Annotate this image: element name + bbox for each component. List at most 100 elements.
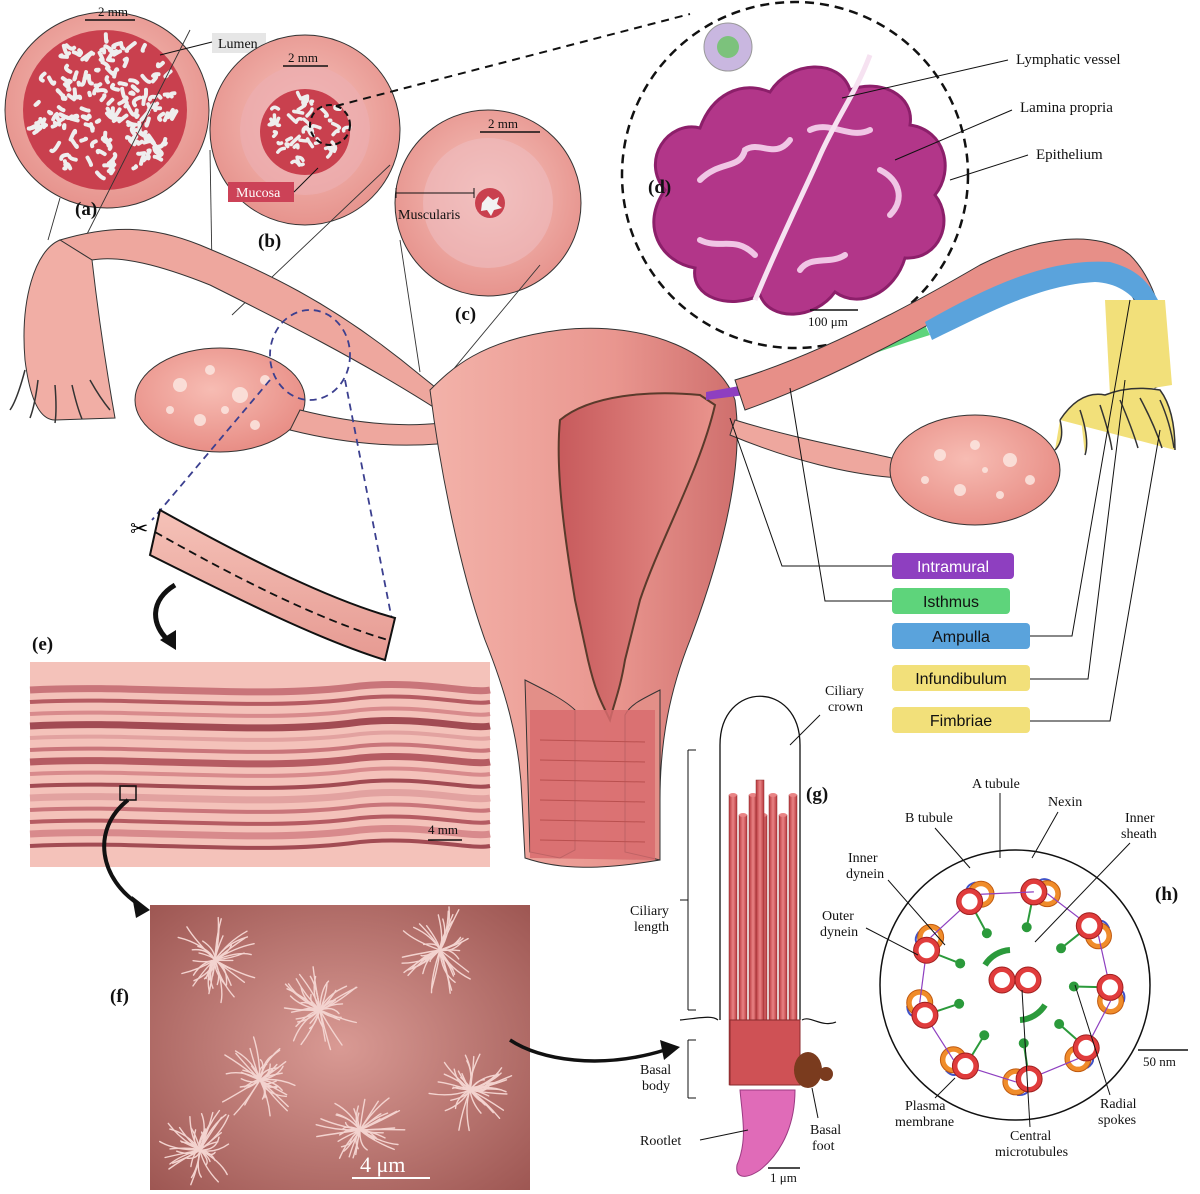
muscularis-label: Muscularis bbox=[398, 208, 460, 223]
a-tubule-lumen bbox=[962, 894, 978, 910]
panel-label-b: (b) bbox=[258, 231, 281, 252]
radial-spokes-label-2: spokes bbox=[1098, 1113, 1136, 1128]
spoke-head bbox=[1022, 922, 1032, 932]
right-ovary bbox=[890, 415, 1060, 525]
lumen-fold bbox=[75, 89, 76, 96]
opened-tube-panel-e: ✂ 4 mm (e) bbox=[30, 510, 490, 918]
lumen-fold bbox=[121, 43, 123, 48]
scale-label-c: 2 mm bbox=[488, 116, 518, 131]
lumen-fold bbox=[100, 53, 103, 61]
lumen-fold bbox=[60, 55, 67, 57]
a-tubule-label: A tubule bbox=[972, 777, 1020, 792]
a-tubule-lumen bbox=[917, 1007, 933, 1023]
lumen-fold bbox=[30, 126, 38, 129]
lumen-fold bbox=[109, 162, 113, 164]
lumen-fold bbox=[144, 141, 151, 143]
lumen-fold bbox=[274, 132, 277, 137]
lamina-propria-label: Lamina propria bbox=[1020, 100, 1113, 116]
spoke-head bbox=[1054, 1019, 1064, 1029]
lumen-fold bbox=[74, 72, 76, 79]
lumen-fold bbox=[96, 70, 99, 71]
panel-label-e: (e) bbox=[32, 634, 53, 655]
lumen-fold bbox=[158, 63, 163, 66]
inner-sheath-label-1: Inner bbox=[1125, 811, 1155, 826]
lumen-fold bbox=[36, 102, 39, 105]
b-tubule-label: B tubule bbox=[905, 811, 953, 826]
a-tubule-lumen bbox=[1021, 1071, 1037, 1087]
microtubule-tip bbox=[779, 813, 787, 817]
panel-label-c: (c) bbox=[455, 304, 476, 325]
right-tube-infundibulum-segment bbox=[1105, 300, 1172, 395]
a-tubule-lumen bbox=[957, 1058, 973, 1074]
spoke-head bbox=[1019, 1038, 1029, 1048]
panel-label-d: (d) bbox=[648, 177, 671, 198]
scale-label-b: 2 mm bbox=[288, 50, 318, 65]
mucosa-label: Mucosa bbox=[236, 186, 281, 201]
vaginal-canal bbox=[530, 710, 655, 860]
legend-label-fimbriae: Fimbriae bbox=[930, 713, 992, 730]
scale-label-d: 100 μm bbox=[808, 314, 848, 329]
lumen-fold bbox=[154, 147, 159, 150]
lumen-fold bbox=[330, 120, 331, 121]
lumen-fold bbox=[108, 140, 110, 146]
lumen-fold bbox=[137, 142, 139, 143]
lumen-fold bbox=[91, 124, 93, 131]
lumen-fold bbox=[49, 112, 51, 113]
lumen-fold bbox=[294, 111, 303, 113]
a-tubule-lumen bbox=[1102, 979, 1118, 995]
inner-sheath-label-2: sheath bbox=[1121, 827, 1157, 842]
curved-arrow-3 bbox=[510, 1040, 665, 1061]
lumen-fold bbox=[300, 139, 308, 141]
scale-label-e: 4 mm bbox=[428, 822, 458, 837]
left-ovary bbox=[135, 348, 305, 452]
basal-body-label-2: body bbox=[642, 1079, 670, 1094]
panel-label-f: (f) bbox=[110, 986, 129, 1007]
lymphatic-vessel-label: Lymphatic vessel bbox=[1016, 52, 1121, 68]
ciliary-crown-label-1: Ciliary bbox=[825, 684, 864, 699]
microtubule-tip bbox=[789, 793, 797, 797]
legend-label-intramural: Intramural bbox=[917, 559, 989, 576]
lumen-fold bbox=[71, 119, 78, 121]
left-infundibulum bbox=[24, 240, 115, 420]
spoke-head bbox=[982, 928, 992, 938]
lumen-fold bbox=[125, 59, 127, 66]
lumen-fold bbox=[97, 120, 99, 121]
lumen-fold bbox=[165, 94, 170, 96]
lumen-fold bbox=[98, 90, 106, 91]
spoke-head bbox=[954, 999, 964, 1009]
lumen-fold bbox=[77, 97, 80, 99]
ciliary-length-label-1: Ciliary bbox=[630, 904, 669, 919]
lumen-fold bbox=[148, 104, 149, 110]
sem-image bbox=[150, 905, 530, 1190]
scissors-icon: ✂ bbox=[130, 517, 148, 542]
curved-arrow-2-head bbox=[132, 896, 150, 918]
epithelium-label: Epithelium bbox=[1036, 147, 1103, 163]
central-microtubules-label-1: Central bbox=[1010, 1129, 1051, 1144]
panel-label-a: (a) bbox=[75, 199, 97, 220]
cross-section-b: 2 mm Mucosa (b) bbox=[210, 35, 400, 252]
lumen-fold bbox=[311, 101, 313, 104]
basal-foot-leader bbox=[812, 1088, 818, 1118]
central-microtubules-label-2: microtubules bbox=[995, 1145, 1068, 1160]
lumen-fold bbox=[272, 107, 279, 109]
lumen-fold bbox=[119, 83, 126, 84]
cross-section-c: 2 mm Muscularis (c) bbox=[395, 110, 581, 325]
lumen-label: Lumen bbox=[218, 37, 258, 52]
basal-foot bbox=[794, 1052, 822, 1088]
lumen-fold bbox=[146, 119, 149, 126]
lumen-fold bbox=[96, 84, 101, 85]
lumen-fold bbox=[130, 93, 133, 94]
lumen-fold bbox=[79, 50, 81, 54]
plasma-membrane-label-1: Plasma bbox=[905, 1099, 946, 1114]
zoom-connector-d-top bbox=[336, 14, 690, 106]
tube-segment-legend: IntramuralIsthmusAmpullaInfundibulumFimb… bbox=[892, 553, 1030, 733]
microtubule-tip bbox=[729, 793, 737, 797]
lumen-fold bbox=[101, 49, 104, 52]
basal-foot-cap bbox=[819, 1067, 833, 1081]
basal-foot-label-2: foot bbox=[812, 1139, 835, 1154]
spoke-head bbox=[979, 1030, 989, 1040]
oocyte-nucleus-icon bbox=[717, 36, 739, 58]
legend-label-isthmus: Isthmus bbox=[923, 594, 979, 611]
lumen-fold bbox=[286, 144, 288, 147]
lumen-fold bbox=[133, 166, 136, 168]
